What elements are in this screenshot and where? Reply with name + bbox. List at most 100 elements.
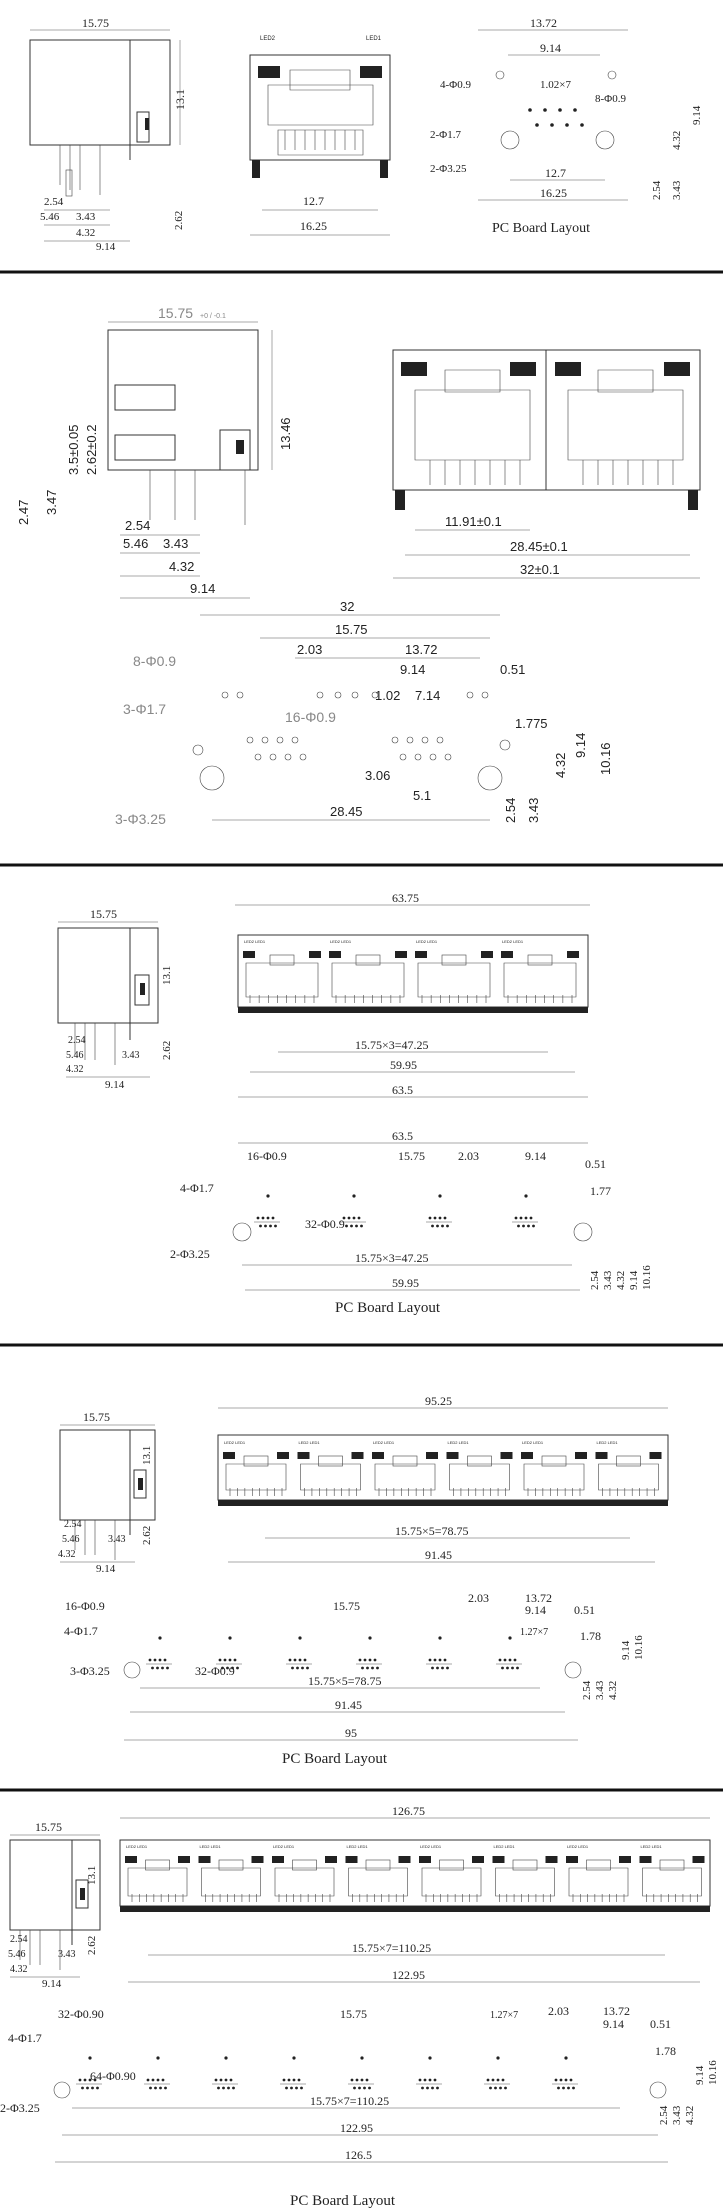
pcb-e: 0.51: [574, 1603, 595, 1617]
side-d9: 9.14: [190, 581, 215, 596]
pcb-v2: 3.43: [594, 1680, 606, 1700]
side-w: 15.75: [83, 1410, 110, 1424]
pin-group: [280, 2056, 306, 2090]
side-d5: 4.32: [10, 1964, 28, 1975]
rj45-port: LED2 LED1: [243, 939, 321, 1003]
side-d2: 2.62±0.2: [84, 424, 99, 475]
pcb-d: 9.14: [603, 2017, 624, 2031]
side-view: 15.75 13.1 2.62 2.54 5.46 3.43 4.32 9.14: [29, 16, 187, 253]
front-w2: 16.25: [300, 219, 327, 233]
side-d2: 2.54: [10, 1934, 28, 1945]
pcb-c: 16.25: [540, 186, 567, 200]
pin-group: [426, 1636, 452, 1670]
pin-group: [212, 2056, 238, 2090]
side-d6: 9.14: [42, 1978, 62, 1990]
pcb-hole3: 3-Φ3.25: [70, 1664, 110, 1678]
pcb-hole4: 2-Φ3.25: [170, 1247, 210, 1261]
front-w2: 59.95: [390, 1058, 417, 1072]
side-d5: 2.54: [125, 518, 150, 533]
pcb-a: 9.14: [540, 41, 561, 55]
pcb-g: 7.14: [415, 688, 440, 703]
pcb-hole4: 2-Φ3.25: [0, 2101, 40, 2115]
side-h: 13.1: [86, 1866, 98, 1885]
dim-b: 5.46: [40, 211, 60, 223]
pcb-hole1: 16-Φ0.9: [247, 1149, 287, 1163]
led-tag: LED2 LED1: [567, 1844, 589, 1849]
led-tag: LED2 LED1: [299, 1440, 321, 1445]
pcb-hole1: 8-Φ0.9: [133, 653, 176, 669]
front-w3: 32±0.1: [520, 562, 560, 577]
pin-group: [416, 2056, 442, 2090]
side-d5: 4.32: [66, 1064, 84, 1075]
pcb-pins: 1.27×7: [490, 2010, 518, 2021]
pcb-v3: 4.32: [553, 753, 568, 778]
pcb-a: 15.75: [333, 1599, 360, 1613]
rj45-port: LED2 LED1: [446, 1440, 513, 1496]
front-w1: 12.7: [303, 194, 324, 208]
pcb-c: 9.14: [525, 1149, 546, 1163]
pcb-hole4: 32-Φ0.9: [195, 1664, 235, 1678]
side-h: 13.1: [141, 1446, 153, 1465]
pcb-pitch: 15.75×7=110.25: [310, 2094, 389, 2108]
rj45-port: LED2 LED1: [272, 1844, 337, 1902]
panel-1x6: 15.75 13.1 2.62 2.54 5.46 3.43 4.32 9.14…: [58, 1394, 669, 1767]
led-tag: LED2 LED1: [502, 939, 524, 944]
pcb-b: 2.03: [468, 1591, 489, 1605]
pcb-j: 5.1: [413, 788, 431, 803]
side-view: 15.75 13.1 2.62 2.54 5.46 3.43 4.32 9.14: [57, 907, 173, 1091]
pcb-title: PC Board Layout: [290, 2193, 396, 2209]
pcb-b2: 91.45: [335, 1698, 362, 1712]
led-tag: LED2 LED1: [200, 1844, 222, 1849]
pcb-pitch: 15.75×5=78.75: [308, 1674, 382, 1688]
pcb-hole3: 16-Φ0.9: [285, 709, 336, 725]
pcb-hole2: 3-Φ1.7: [123, 701, 166, 717]
side-view: 15.75 13.1 2.62 2.54 5.46 3.43 4.32 9.14: [58, 1410, 156, 1575]
front-w3: 63.5: [392, 1083, 413, 1097]
pcb-v1: 2.54: [658, 2105, 670, 2125]
pcb-v3: 4.32: [684, 2106, 696, 2125]
pcb-c: 13.72: [405, 642, 438, 657]
led-tag: LED2 LED1: [416, 939, 438, 944]
pcb-f: 1.02: [375, 688, 400, 703]
side-d4: 2.47: [16, 500, 31, 525]
led-tag: LED2 LED1: [420, 1844, 442, 1849]
side-view: 15.75 13.1 2.62 2.54 5.46 3.43 4.32 9.14: [8, 1820, 101, 1990]
pin-group: [76, 2056, 102, 2090]
led-tag: LED2 LED1: [597, 1440, 619, 1445]
side-d2: 2.54: [64, 1519, 82, 1530]
pcb-h: 1.775: [515, 716, 548, 731]
pcb-d: 9.14: [400, 662, 425, 677]
pin-group: [512, 1194, 538, 1228]
pcb-hole4: 2-Φ3.25: [430, 163, 467, 175]
pcb-c: 13.72: [525, 1591, 552, 1605]
pcb-v3: 3.43: [671, 180, 683, 200]
pcb-v2: 4.32: [671, 131, 683, 150]
rj45-port: LED2 LED1: [372, 1440, 438, 1496]
pcb-v2: 3.43: [602, 1270, 614, 1290]
side-w: 15.75: [35, 1820, 62, 1834]
front-w1: 15.75×3=47.25: [355, 1038, 429, 1052]
side-d3: 5.46: [66, 1050, 84, 1061]
pcb-hole2: 4-Φ1.7: [180, 1181, 214, 1195]
led-tag: LED2 LED1: [330, 939, 352, 944]
pcb-v1: 2.54: [589, 1270, 601, 1290]
pin-group: [348, 2056, 374, 2090]
led-tag: LED2 LED1: [641, 1844, 663, 1849]
pin-group: [496, 1636, 522, 1670]
pcb-hole1: 16-Φ0.9: [65, 1599, 105, 1613]
rj45-port: LED2 LED1: [415, 939, 493, 1003]
side-d1: 2.62: [141, 1526, 153, 1545]
pcb-hole3: 32-Φ0.9: [305, 1217, 345, 1231]
pcb-hole2: 8-Φ0.9: [595, 93, 626, 105]
panel-1x8: 15.75 13.1 2.62 2.54 5.46 3.43 4.32 9.14…: [0, 1804, 719, 2209]
led-left-label: LED2: [260, 36, 276, 42]
side-d4: 3.43: [122, 1050, 140, 1061]
pcb-hole3: 2-Φ1.7: [430, 129, 461, 141]
side-d1: 3.5±0.05: [66, 424, 81, 475]
rj45-port: LED2 LED1: [492, 1844, 558, 1902]
front-w0: 95.25: [425, 1394, 452, 1408]
pcb-v5: 10.16: [633, 1635, 645, 1660]
rj45-port: LED2 LED1: [419, 1844, 484, 1902]
side-d4: 3.43: [58, 1949, 76, 1960]
